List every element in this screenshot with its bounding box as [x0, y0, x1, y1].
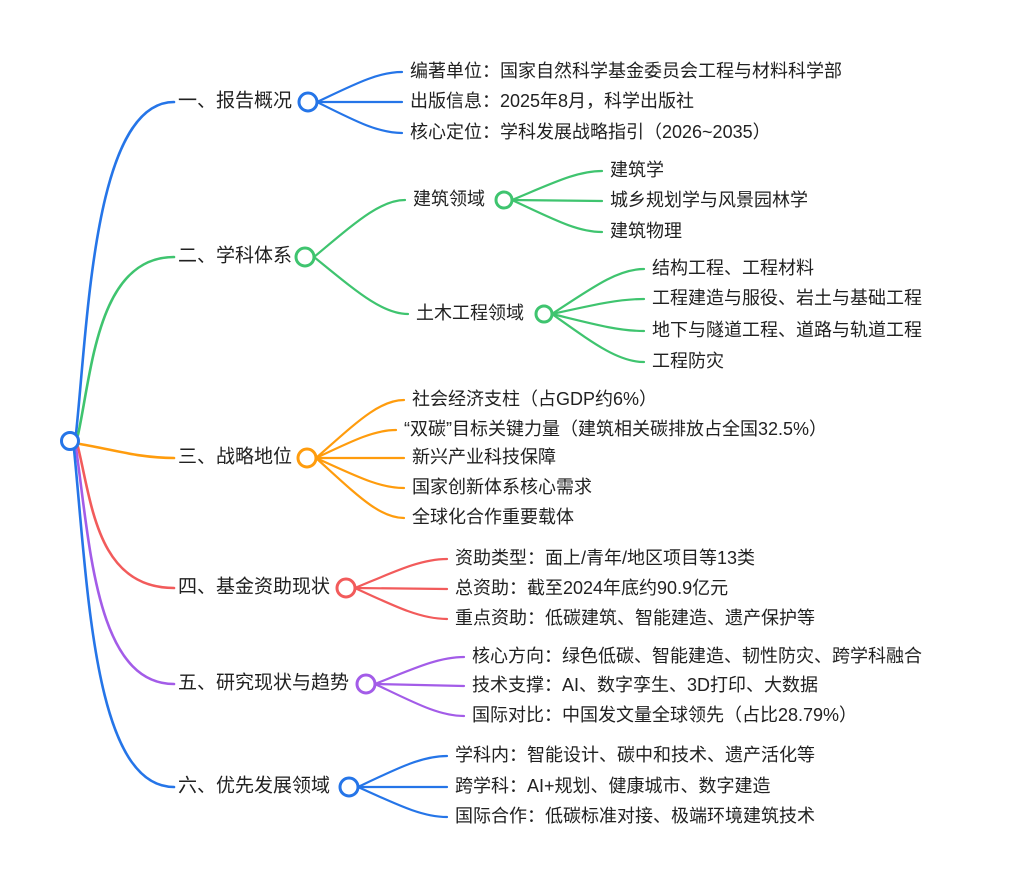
branch-strategic-position[interactable]: 三、战略地位 [178, 446, 293, 468]
leaf-tech-support[interactable]: 技术支撑：AI、数字孪生、3D打印、大数据 [472, 675, 819, 696]
root-node-dot[interactable] [60, 431, 80, 451]
leaf-global-cooperation[interactable]: 全球化合作重要载体 [412, 507, 574, 528]
leaf-key-funding[interactable]: 重点资助：低碳建筑、智能建造、遗产保护等 [455, 608, 815, 629]
leaf-total-funding[interactable]: 总资助：截至2024年底约90.9亿元 [455, 578, 729, 599]
leaf-funding-types[interactable]: 资助类型：面上/青年/地区项目等13类 [455, 548, 756, 569]
leaf-international-collab[interactable]: 国际合作：低碳标准对接、极端环境建筑技术 [455, 806, 815, 827]
subtopic-civil-engineering-field[interactable]: 土木工程领域 [416, 303, 524, 324]
leaf-core-positioning[interactable]: 核心定位：学科发展战略指引（2026~2035） [410, 122, 771, 143]
branch-funding-status-edges [353, 557, 449, 621]
branch-research-trends[interactable]: 五、研究现状与趋势 [178, 672, 350, 694]
civil-engineering-field-dot[interactable] [534, 304, 554, 324]
architecture-field-dot[interactable] [494, 190, 514, 210]
leaf-national-innovation[interactable]: 国家创新体系核心需求 [412, 477, 592, 498]
root-edges [72, 100, 176, 789]
leaf-dual-carbon[interactable]: “双碳”目标关键力量（建筑相关碳排放占全国32.5%） [404, 419, 828, 440]
branch-report-overview-edges [315, 70, 404, 135]
leaf-disaster-prevention[interactable]: 工程防灾 [652, 351, 724, 372]
discipline-system-dot[interactable] [294, 246, 316, 268]
leaf-structural-materials[interactable]: 结构工程、工程材料 [652, 258, 814, 279]
leaf-urban-planning-landscape[interactable]: 城乡规划学与风景园林学 [610, 190, 808, 211]
leaf-building-physics[interactable]: 建筑物理 [610, 221, 682, 242]
branch-discipline-system[interactable]: 二、学科体系 [178, 245, 293, 267]
subtopic-architecture-field[interactable]: 建筑领域 [413, 189, 485, 210]
funding-status-dot[interactable] [335, 577, 357, 599]
leaf-publication-info[interactable]: 出版信息：2025年8月，科学出版社 [410, 91, 695, 112]
branch-strategic-position-edges [314, 398, 406, 520]
branch-funding-status[interactable]: 四、基金资助现状 [178, 576, 331, 598]
leaf-authoring-unit[interactable]: 编著单位：国家自然科学基金委员会工程与材料科学部 [410, 61, 842, 82]
branch-research-trends-edges [373, 655, 466, 718]
leaf-emerging-industry[interactable]: 新兴产业科技保障 [412, 447, 556, 468]
strategic-position-dot[interactable] [296, 447, 318, 469]
leaf-construction-geotech[interactable]: 工程建造与服役、岩土与基础工程 [652, 288, 922, 309]
leaf-underground-road-rail[interactable]: 地下与隧道工程、道路与轨道工程 [652, 320, 922, 341]
branch-report-overview[interactable]: 一、报告概况 [178, 90, 293, 112]
priority-areas-dot[interactable] [338, 776, 360, 798]
branch-priority-areas[interactable]: 六、优先发展领域 [178, 775, 331, 797]
report-overview-dot[interactable] [297, 91, 319, 113]
leaf-core-directions[interactable]: 核心方向：绿色低碳、智能建造、韧性防灾、跨学科融合 [472, 646, 922, 667]
leaf-intra-discipline[interactable]: 学科内：智能设计、碳中和技术、遗产活化等 [455, 745, 815, 766]
branch-discipline-system-edges [312, 169, 646, 364]
branch-priority-areas-edges [356, 754, 449, 819]
leaf-economic-pillar[interactable]: 社会经济支柱（占GDP约6%） [412, 389, 658, 410]
research-trends-dot[interactable] [355, 673, 377, 695]
leaf-cross-discipline[interactable]: 跨学科：AI+规划、健康城市、数字建造 [455, 776, 771, 797]
leaf-architecture[interactable]: 建筑学 [610, 160, 664, 181]
leaf-international-comparison[interactable]: 国际对比：中国发文量全球领先（占比28.79%） [472, 705, 858, 726]
